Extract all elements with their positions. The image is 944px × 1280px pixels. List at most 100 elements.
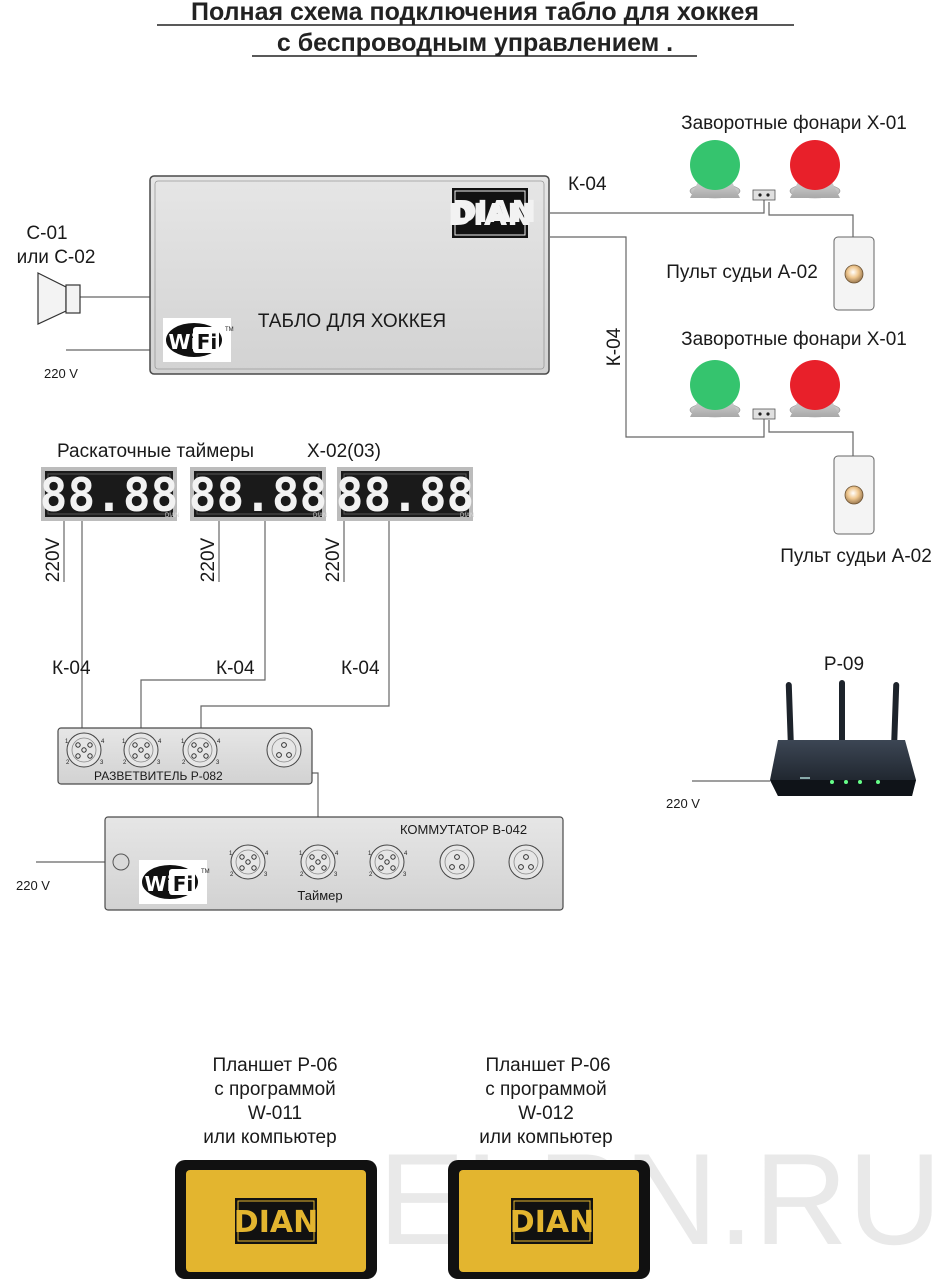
tablet-1-dian-logo-icon: DIAN [234,1198,318,1244]
svg-text:3: 3 [157,760,161,766]
switch-panel: КОММУТАТОР В-042 Wi Fi TM 1 4 2 3 1 4 2 … [104,816,564,911]
router-body-icon [770,740,916,796]
red-light-icon [790,360,840,410]
svg-text:1: 1 [229,851,233,857]
timer-3-digits: 88.88 [336,468,474,522]
title-line-2: с беспроводным управлением . [277,29,673,57]
splitter-pin-numbers: 1 4 2 3 1 4 2 3 1 4 2 3 [65,739,221,766]
connector-icon [266,732,302,768]
svg-text:2: 2 [182,760,186,766]
title: Полная схема подключения табло для хокке… [157,0,794,57]
timer-display-1: 88.88 DIAN [40,466,179,522]
connector-icon [123,732,159,768]
svg-text:2: 2 [123,760,127,766]
speaker-label-2: или С-02 [17,247,96,268]
switch-wifi-icon: Wi Fi TM [139,860,210,904]
scoreboard-panel: DIAN ТАБЛО ДЛЯ ХОККЕЯ Wi Fi TM [149,175,550,375]
switch-wifi-fi: Fi [173,872,194,896]
svg-text:1: 1 [65,739,69,745]
timer-1-digits: 88.88 [40,468,178,522]
scoreboard-power-label: 220 V [44,366,78,381]
switch-wifi-wi: Wi [145,872,174,896]
wiring [36,199,854,863]
svg-text:4: 4 [404,851,408,857]
timer-1-brand: DIAN [165,513,179,519]
wifi-wi-text: Wi [169,330,198,354]
goal-lights-1-label: Заворотные фонари Х-01 [681,113,907,134]
svg-text:1: 1 [368,851,372,857]
svg-text:3: 3 [403,872,407,878]
svg-text:4: 4 [217,739,221,745]
cable-label-timer-1: К-04 [52,658,91,679]
junction-box-icon [752,408,776,420]
green-light-icon [690,360,740,410]
switch-wifi-tm: TM [201,869,210,875]
speaker: С-01 или С-02 [17,223,96,325]
splitter-panel: 1 4 2 3 1 4 2 3 1 4 2 3 РАЗВЕТВИТЕЛЬ Р-0… [57,727,313,785]
goal-lights-1: Заворотные фонари Х-01 [681,113,907,201]
connector-icon [369,844,405,880]
scoreboard-label: ТАБЛО ДЛЯ ХОККЕЯ [258,311,446,332]
connector-icon [182,732,218,768]
goal-lights-2: Заворотные фонари Х-01 [681,329,907,420]
referee-console-1-label: Пульт судьи А-02 [666,262,818,283]
timer-3-power: 220V [323,537,344,582]
cable-label-vertical: К-04 [604,327,625,366]
svg-text:2: 2 [230,872,234,878]
red-light-icon [790,140,840,190]
tablet-2: Планшет Р-06 с программой W-012 или комп… [448,1055,650,1279]
power-socket-icon [112,853,130,871]
svg-text:2: 2 [66,760,70,766]
tablet-1-line-3: W-011 [248,1103,302,1124]
tablet-1-line-2: с программой [214,1079,336,1100]
svg-text:4: 4 [335,851,339,857]
referee-button-icon [844,264,864,284]
switch-port-label: Таймер [297,888,342,903]
wifi-tm-text: TM [225,327,234,333]
svg-text:2: 2 [369,872,373,878]
timer-2-brand: DIAN [313,513,327,519]
router: Р-09 [770,654,916,796]
referee-button-icon [844,485,864,505]
tablet-2-line-1: Планшет Р-06 [485,1055,610,1076]
tablet-1: Планшет Р-06 с программой W-011 или комп… [175,1055,377,1279]
timer-1-power: 220V [43,537,64,582]
router-label: Р-09 [824,654,864,675]
svg-text:2: 2 [300,872,304,878]
switch-pin-numbers: 1 4 2 3 1 4 2 3 1 4 2 3 [229,851,408,878]
connector-icon [508,844,544,880]
timer-2-digits: 88.88 [189,468,327,522]
connector-icon [230,844,266,880]
timers-model: Х-02(03) [307,441,381,462]
router-power-label: 220 V [666,796,700,811]
speaker-label-1: С-01 [26,223,67,244]
switch-label: КОММУТАТОР В-042 [400,822,527,837]
timers-label: Раскаточные таймеры [57,441,254,462]
svg-text:1: 1 [122,739,126,745]
splitter-label: РАЗВЕТВИТЕЛЬ Р-082 [94,769,223,783]
green-light-icon [690,140,740,190]
svg-text:3: 3 [264,872,268,878]
referee-console-2-label: Пульт судьи А-02 [780,546,932,567]
scoreboard-wifi-icon: Wi Fi TM [163,318,234,362]
goal-lights-2-label: Заворотные фонари Х-01 [681,329,907,350]
svg-text:3: 3 [216,760,220,766]
tablet-2-line-2: с программой [485,1079,607,1100]
cable-label-top: К-04 [568,174,607,195]
referee-console-1: Пульт судьи А-02 [666,236,875,311]
svg-text:3: 3 [334,872,338,878]
connector-icon [439,844,475,880]
timer-display-2: 88.88 DIAN [189,466,327,522]
svg-text:1: 1 [181,739,185,745]
cable-label-timer-3: К-04 [341,658,380,679]
tablet-2-dian-logo-icon: DIAN [510,1198,594,1244]
svg-text:4: 4 [265,851,269,857]
tablet-2-line-3: W-012 [518,1103,574,1124]
timer-2-power: 220V [198,537,219,582]
junction-box-icon [752,189,776,201]
wifi-fi-text: Fi [197,330,218,354]
tablet-2-logo-text: DIAN [510,1205,594,1240]
svg-text:3: 3 [100,760,104,766]
